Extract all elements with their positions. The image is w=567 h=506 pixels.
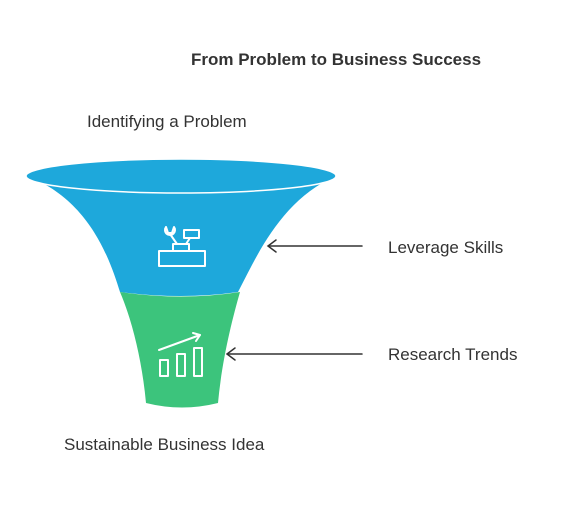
trend-chart-icon bbox=[158, 332, 203, 377]
annotation-leverage-skills: Leverage Skills bbox=[388, 238, 504, 257]
funnel-upper-section bbox=[27, 176, 336, 296]
stage-label-bottom: Sustainable Business Idea bbox=[64, 435, 265, 454]
tools-icon bbox=[158, 226, 206, 267]
research-trends-arrow bbox=[225, 347, 363, 361]
stage-label-top: Identifying a Problem bbox=[87, 112, 247, 131]
funnel-lower-section bbox=[120, 292, 240, 408]
funnel-rim bbox=[25, 158, 337, 194]
diagram-title: From Problem to Business Success bbox=[191, 50, 482, 69]
annotation-research-trends: Research Trends bbox=[388, 345, 518, 364]
leverage-skills-arrow bbox=[266, 239, 363, 253]
